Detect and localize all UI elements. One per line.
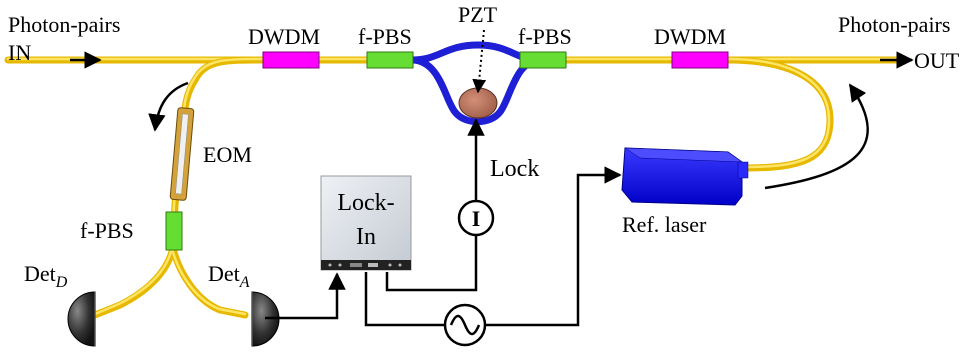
pzt-pointer-arrow xyxy=(472,29,487,94)
photon-pairs-in-label: Photon-pairs xyxy=(8,12,120,37)
dwdm-left-label: DWDM xyxy=(248,24,320,49)
reference-laser xyxy=(621,147,749,206)
wire-det-a-to-lockin xyxy=(265,272,346,320)
fpbs-left-block xyxy=(366,51,414,69)
branch-fiber-right xyxy=(724,56,834,172)
eom-label: EOM xyxy=(203,142,252,167)
wire-lockin-to-current xyxy=(385,236,478,292)
pzt-disk xyxy=(458,87,498,119)
wire-lockin-to-modulation xyxy=(364,272,445,327)
fpbs-right-block xyxy=(519,51,567,69)
current-source-symbol: I xyxy=(457,199,495,237)
laser-direction-arrow xyxy=(764,83,869,190)
wire-modulation-to-laser xyxy=(485,166,622,327)
lock-label: Lock xyxy=(490,156,539,182)
detector-fibers xyxy=(91,244,249,319)
detector-d xyxy=(67,291,96,347)
photon-pairs-out-label: Photon-pairs xyxy=(838,12,950,37)
fpbs-bottom-label: f-PBS xyxy=(80,218,134,243)
current-source-label: I xyxy=(472,206,481,231)
out-label: OUT xyxy=(914,48,960,73)
dwdm-right-block xyxy=(671,51,729,69)
pzt-label: PZT xyxy=(458,2,498,27)
det-a-main: Det xyxy=(208,261,240,286)
det-d-label: DetD xyxy=(24,261,68,291)
dwdm-left-block xyxy=(262,51,320,69)
det-a-subscript: A xyxy=(239,274,250,291)
det-d-subscript: D xyxy=(55,274,68,291)
fpbs-right-label: f-PBS xyxy=(518,24,572,49)
lockin-label-line1: Lock- xyxy=(337,190,394,216)
fpbs-bottom-block xyxy=(165,211,183,251)
det-a-label: DetA xyxy=(208,261,250,291)
dwdm-right-label: DWDM xyxy=(654,24,726,49)
lockin-amplifier xyxy=(320,175,412,271)
ref-laser-label: Ref. laser xyxy=(622,212,707,237)
eom xyxy=(169,107,195,201)
modulation-source-symbol xyxy=(443,303,487,347)
sine-icon xyxy=(449,314,481,336)
det-d-main: Det xyxy=(24,261,56,286)
fpbs-left-label: f-PBS xyxy=(358,24,412,49)
in-label: IN xyxy=(8,40,31,65)
lockin-label-line2: In xyxy=(356,224,376,250)
eom-direction-arrow xyxy=(148,81,189,132)
